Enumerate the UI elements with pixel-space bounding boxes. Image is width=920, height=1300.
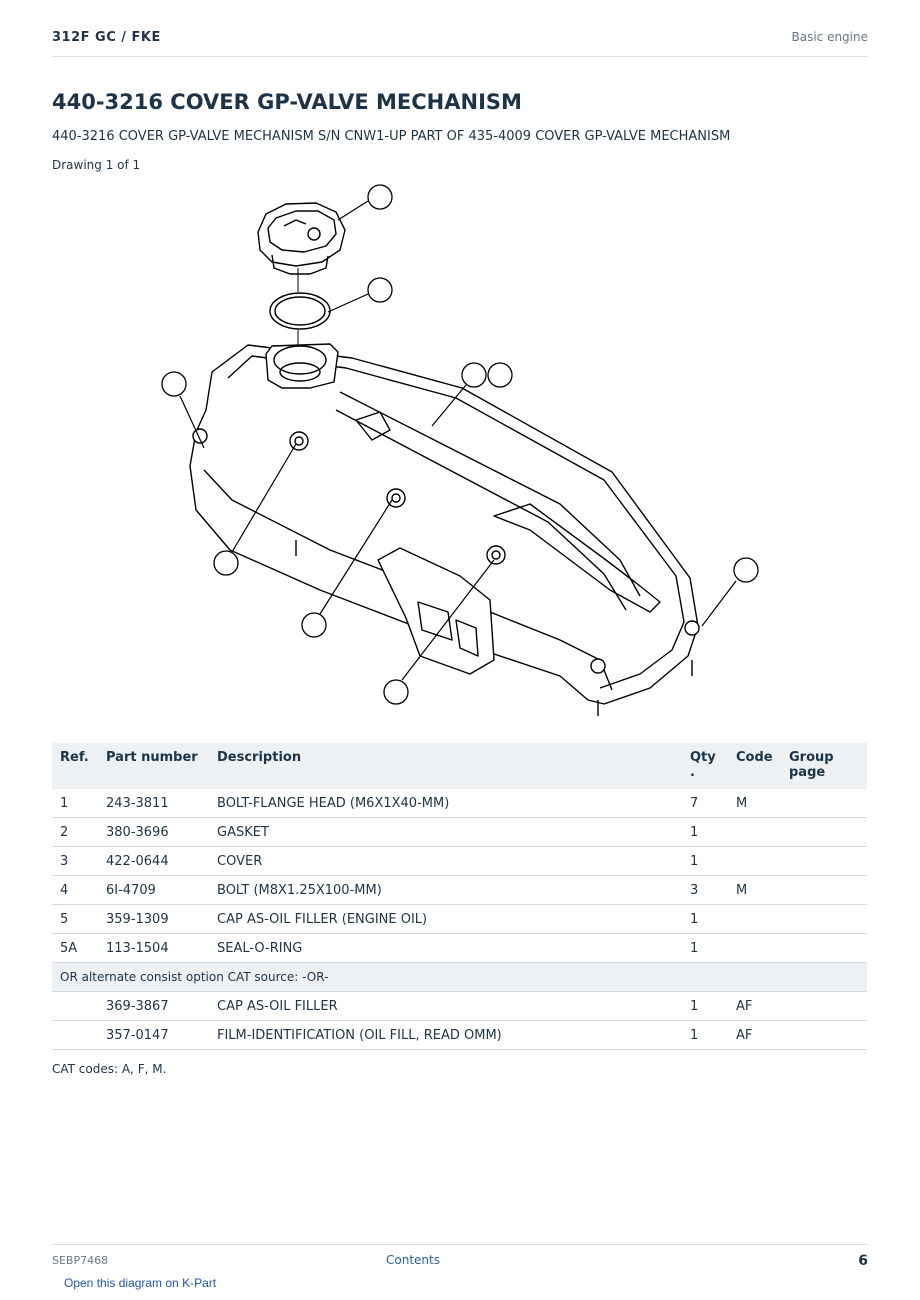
cell-code: AF (728, 1020, 781, 1050)
cell-code: M (728, 875, 781, 905)
cell-ref: 3 (52, 846, 98, 876)
page-footer: SEBP7468 Contents 6 (52, 1244, 868, 1275)
col-header-description: Description (209, 743, 682, 789)
page-title: 440-3216 COVER GP-VALVE MECHANISM (52, 90, 522, 114)
cell-ref (52, 991, 98, 1021)
col-header-part-number: Part number (98, 743, 209, 789)
table-row: 2 380-3696 GASKET 1 (52, 817, 867, 847)
section-label: Basic engine (791, 30, 868, 44)
cell-ref: 4 (52, 875, 98, 905)
alternate-note: OR alternate consist option CAT source: … (52, 962, 867, 992)
cell-code: M (728, 789, 781, 818)
col-header-qty: Qty . (682, 743, 728, 789)
callout-circle (733, 557, 759, 583)
model-label: 312F GC / FKE (52, 30, 161, 45)
cell-ref: 5 (52, 904, 98, 934)
cell-description: BOLT (M8X1.25X100-MM) (209, 875, 682, 905)
page-number: 6 (858, 1253, 868, 1269)
cell-group-page (781, 789, 867, 818)
cell-ref: 1 (52, 789, 98, 818)
cover-body-drawing (189, 344, 699, 705)
cell-qty: 1 (682, 933, 728, 963)
cell-group-page (781, 875, 867, 905)
cell-qty: 1 (682, 846, 728, 876)
callout-circle (301, 612, 327, 638)
col-header-ref: Ref. (52, 743, 98, 789)
parts-diagram (161, 184, 759, 716)
cell-part-number: 357-0147 (98, 1020, 209, 1050)
table-row: 4 6I-4709 BOLT (M8X1.25X100-MM) 3 M (52, 875, 867, 905)
table-row: 357-0147 FILM-IDENTIFICATION (OIL FILL, … (52, 1020, 867, 1050)
cell-part-number: 6I-4709 (98, 875, 209, 905)
cell-group-page (781, 846, 867, 876)
cell-qty: 7 (682, 789, 728, 818)
o-ring-drawing (269, 292, 331, 330)
cell-group-page (781, 1020, 867, 1050)
cell-description: SEAL-O-RING (209, 933, 682, 963)
callout-circle (487, 362, 513, 388)
callout-circle (367, 277, 393, 303)
table-row: 5A 113-1504 SEAL-O-RING 1 (52, 933, 867, 963)
parts-table: Ref. Part number Description Qty . Code … (52, 743, 867, 1050)
cell-code (728, 846, 781, 876)
cell-qty: 1 (682, 904, 728, 934)
cell-group-page (781, 904, 867, 934)
table-row: 3 422-0644 COVER 1 (52, 846, 867, 876)
cell-part-number: 113-1504 (98, 933, 209, 963)
cell-part-number: 422-0644 (98, 846, 209, 876)
cell-group-page (781, 991, 867, 1021)
drawing-label: Drawing 1 of 1 (52, 158, 141, 172)
cell-description: COVER (209, 846, 682, 876)
cell-code: AF (728, 991, 781, 1021)
callout-circle (161, 371, 187, 397)
cell-code (728, 904, 781, 934)
cell-qty: 1 (682, 991, 728, 1021)
callout-circle (461, 362, 487, 388)
cell-description: CAP AS-OIL FILLER (209, 991, 682, 1021)
col-header-group-page: Group page (781, 743, 867, 789)
filler-cap-drawing (257, 202, 346, 275)
callout-circle (367, 184, 393, 210)
cell-description: GASKET (209, 817, 682, 847)
table-header-row: Ref. Part number Description Qty . Code … (52, 743, 867, 789)
table-row: 5 359-1309 CAP AS-OIL FILLER (ENGINE OIL… (52, 904, 867, 934)
cell-part-number: 369-3867 (98, 991, 209, 1021)
cell-description: CAP AS-OIL FILLER (ENGINE OIL) (209, 904, 682, 934)
page-header: 312F GC / FKE Basic engine (52, 28, 868, 57)
alternate-note-row: OR alternate consist option CAT source: … (52, 962, 867, 992)
kpart-link[interactable]: Open this diagram on K-Part (64, 1276, 217, 1290)
table-row: 369-3867 CAP AS-OIL FILLER 1 AF (52, 991, 867, 1021)
callout-circles (161, 184, 759, 705)
cell-code (728, 933, 781, 963)
callout-circle (383, 679, 409, 705)
cell-description: FILM-IDENTIFICATION (OIL FILL, READ OMM) (209, 1020, 682, 1050)
table-row: 1 243-3811 BOLT-FLANGE HEAD (M6X1X40-MM)… (52, 789, 867, 818)
cell-ref: 5A (52, 933, 98, 963)
page-subtitle: 440-3216 COVER GP-VALVE MECHANISM S/N CN… (52, 129, 731, 144)
cell-code (728, 817, 781, 847)
cell-description: BOLT-FLANGE HEAD (M6X1X40-MM) (209, 789, 682, 818)
cell-part-number: 380-3696 (98, 817, 209, 847)
cell-qty: 3 (682, 875, 728, 905)
col-header-code: Code (728, 743, 781, 789)
cell-qty: 1 (682, 817, 728, 847)
cell-qty: 1 (682, 1020, 728, 1050)
cat-codes-note: CAT codes: A, F, M. (52, 1062, 167, 1076)
callout-circle (213, 550, 239, 576)
contents-link[interactable]: Contents (386, 1253, 440, 1267)
cell-part-number: 359-1309 (98, 904, 209, 934)
cell-part-number: 243-3811 (98, 789, 209, 818)
cell-group-page (781, 933, 867, 963)
cell-ref (52, 1020, 98, 1050)
cell-group-page (781, 817, 867, 847)
document-id: SEBP7468 (52, 1254, 109, 1267)
cell-ref: 2 (52, 817, 98, 847)
